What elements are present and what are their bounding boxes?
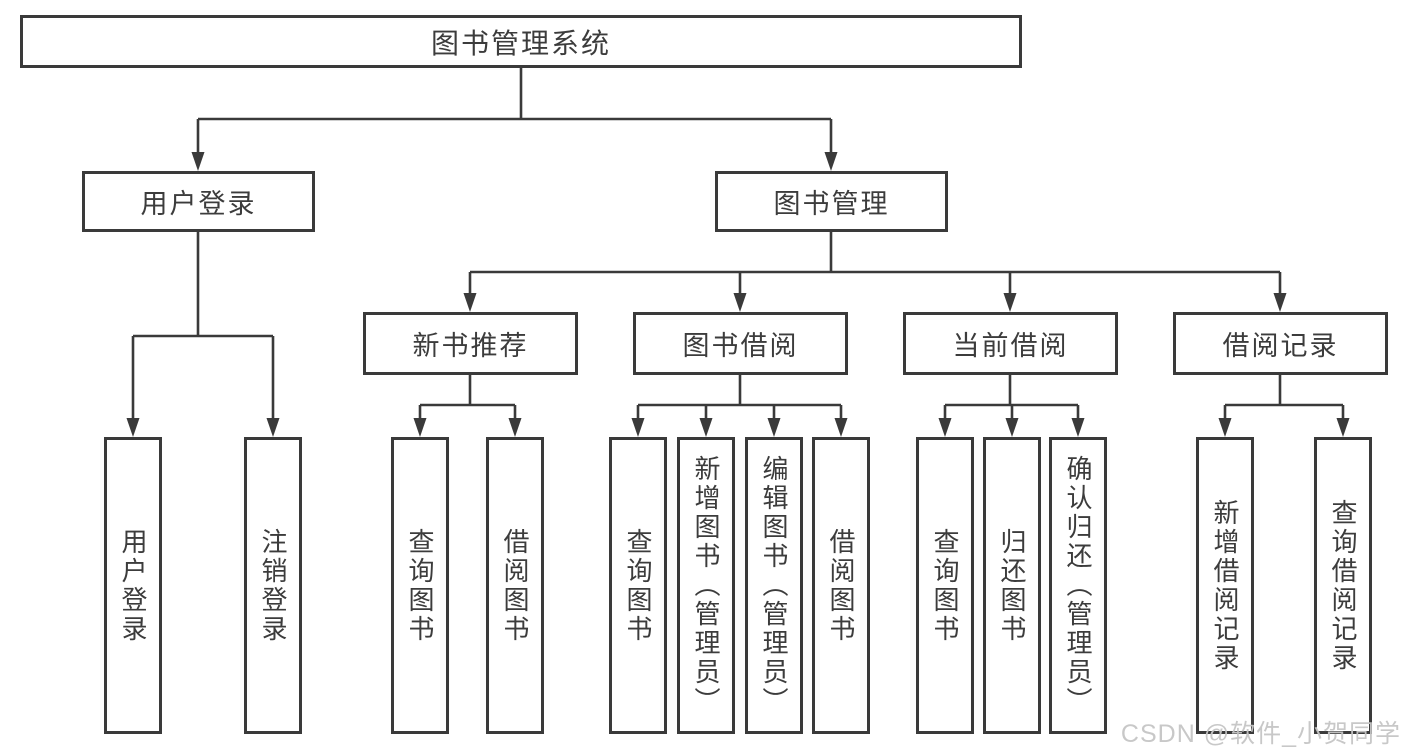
node-query-books-borrowing: 查询图书 bbox=[609, 437, 667, 734]
watermark: CSDN @软件_小贺同学 bbox=[1120, 720, 1401, 747]
link-book-management-to-level3 bbox=[468, 232, 1282, 296]
arrow-down-icon bbox=[463, 293, 477, 312]
arrow-down-icon bbox=[191, 152, 205, 171]
node-library-management-system: 图书管理系统 bbox=[20, 15, 1022, 68]
node-confirm-return-admin: 确认归还（管理员） bbox=[1049, 437, 1107, 734]
arrow-down-icon bbox=[1071, 418, 1085, 437]
link-current-borrowing-to-children bbox=[943, 375, 1080, 421]
arrow-down-icon bbox=[834, 418, 848, 437]
arrow-down-icon bbox=[126, 418, 140, 437]
node-borrow-books-recommend: 借阅图书 bbox=[486, 437, 544, 734]
arrow-down-icon bbox=[508, 418, 522, 437]
arrow-down-icon bbox=[1273, 293, 1287, 312]
node-add-book-admin: 新增图书（管理员） bbox=[677, 437, 735, 734]
link-new-book-recommendation-to-children bbox=[418, 375, 517, 421]
node-user-login-branch: 用户登录 bbox=[82, 171, 315, 232]
link-root-to-level2 bbox=[196, 68, 833, 155]
node-query-borrow-record: 查询借阅记录 bbox=[1314, 437, 1372, 734]
arrow-down-icon bbox=[1005, 418, 1019, 437]
arrow-down-icon bbox=[1336, 418, 1350, 437]
node-borrowing-records: 借阅记录 bbox=[1173, 312, 1388, 375]
node-new-book-recommendation: 新书推荐 bbox=[363, 312, 578, 375]
link-borrowing-records-to-children bbox=[1223, 375, 1345, 421]
link-user-login-to-children bbox=[131, 232, 275, 421]
node-current-borrowing: 当前借阅 bbox=[903, 312, 1118, 375]
node-book-borrowing: 图书借阅 bbox=[633, 312, 848, 375]
arrow-down-icon bbox=[266, 418, 280, 437]
arrow-down-icon bbox=[1218, 418, 1232, 437]
arrow-down-icon bbox=[824, 152, 838, 171]
node-borrow-books: 借阅图书 bbox=[812, 437, 870, 734]
arrow-down-icon bbox=[699, 418, 713, 437]
node-query-books-current: 查询图书 bbox=[916, 437, 974, 734]
node-user-login: 用户登录 bbox=[104, 437, 162, 734]
node-edit-book-admin: 编辑图书（管理员） bbox=[745, 437, 803, 734]
arrow-down-icon bbox=[631, 418, 645, 437]
link-book-borrowing-to-children bbox=[636, 375, 843, 421]
node-book-management-branch: 图书管理 bbox=[715, 171, 948, 232]
node-add-borrow-record: 新增借阅记录 bbox=[1196, 437, 1254, 734]
arrow-down-icon bbox=[733, 293, 747, 312]
arrow-down-icon bbox=[767, 418, 781, 437]
node-query-books-recommend: 查询图书 bbox=[391, 437, 449, 734]
arrow-down-icon bbox=[938, 418, 952, 437]
node-return-books: 归还图书 bbox=[983, 437, 1041, 734]
arrow-down-icon bbox=[413, 418, 427, 437]
node-logout-login: 注销登录 bbox=[244, 437, 302, 734]
arrow-down-icon bbox=[1003, 293, 1017, 312]
